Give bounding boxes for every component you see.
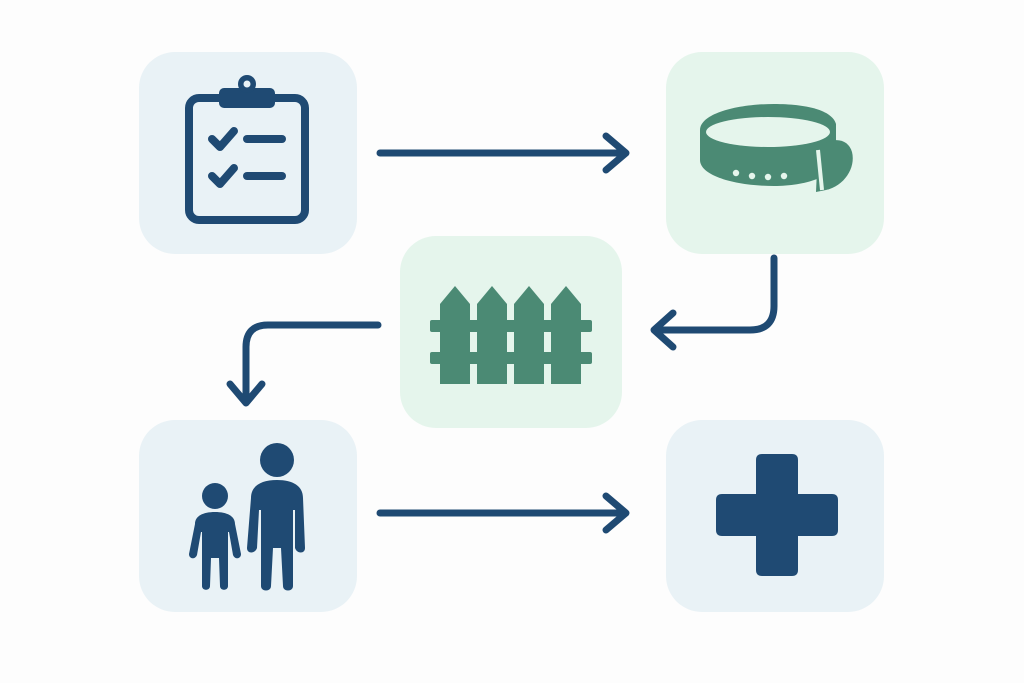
- clipboard-checklist-icon: [185, 75, 309, 224]
- fence-icon: [430, 286, 592, 384]
- medical-cross-icon: [716, 454, 838, 576]
- collar-node: [666, 52, 884, 254]
- arrow-family-to-medical: [376, 492, 630, 534]
- arrow-collar-to-fence: [650, 254, 778, 351]
- checklist-node: [139, 52, 357, 254]
- collar-icon: [700, 104, 853, 192]
- family-node: [139, 420, 357, 612]
- arrow-fence-to-family: [226, 321, 382, 407]
- adult-child-icon: [189, 443, 305, 591]
- fence-node: [400, 236, 622, 428]
- arrow-checklist-to-collar: [376, 132, 630, 174]
- medical-node: [666, 420, 884, 612]
